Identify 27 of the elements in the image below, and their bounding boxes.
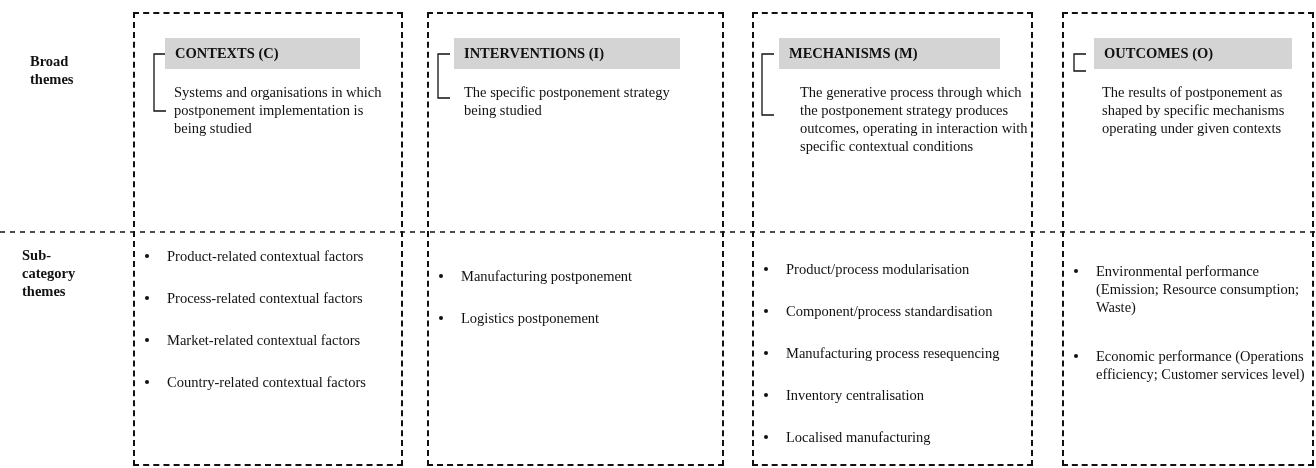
bullet-item: Localised manufacturing: [762, 428, 1029, 446]
heading-band: INTERVENTIONS (I): [454, 38, 680, 69]
bullet-item: Country-related contextual factors: [143, 373, 399, 391]
theme-description: The specific postponement strategy being studied: [464, 83, 671, 119]
theme-description: The results of postponement as shaped by specific mechanisms operating under given contexts: [1102, 83, 1286, 137]
bullet-item: Logistics postponement: [437, 309, 720, 327]
bullet-item: Market-related contextual factors: [143, 331, 399, 349]
bullet-item: Component/process standardisation: [762, 302, 1029, 320]
dashed-panel: [427, 12, 724, 466]
bullet-item: Environmental performance (Emission; Resource consumption; Waste): [1072, 262, 1310, 316]
bullet-item: Process-related contextual factors: [143, 289, 399, 307]
bullet-item: Manufacturing postponement: [437, 267, 720, 285]
dashed-panel: [752, 12, 1033, 466]
bullet-item: Manufacturing process resequencing: [762, 344, 1029, 362]
theme-description: Systems and organisations in which postponement implementation is being studied: [174, 83, 383, 137]
bullet-item: Product-related contextual factors: [143, 247, 399, 265]
dashed-panel: [1062, 12, 1314, 466]
heading-band: OUTCOMES (O): [1094, 38, 1292, 69]
row-label: Sub-category themes: [22, 246, 77, 300]
heading-band: MECHANISMS (M): [779, 38, 1000, 69]
bullet-item: Inventory centralisation: [762, 386, 1029, 404]
dashed-panel: [133, 12, 403, 466]
heading-band: CONTEXTS (C): [165, 38, 360, 69]
row-label: Broad themes: [30, 52, 75, 88]
bullet-item: Product/process modularisation: [762, 260, 1029, 278]
theme-description: The generative process through which the postponement strategy produces outcomes, operating in interaction with specific contextual conditions: [800, 83, 1029, 155]
bullet-item: Economic performance (Operations efficiency; Customer services level): [1072, 347, 1310, 383]
